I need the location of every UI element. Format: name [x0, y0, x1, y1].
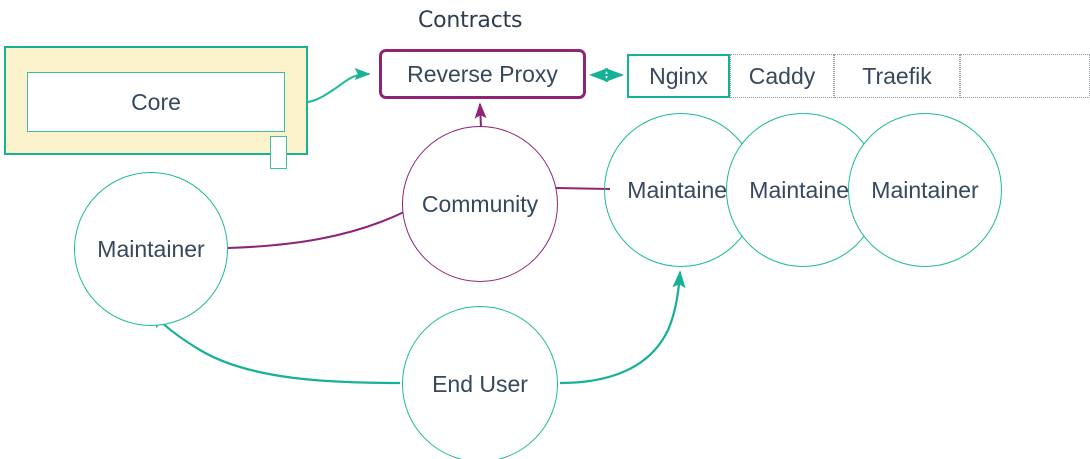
maintainer-node-left-label: Maintainer: [97, 235, 205, 262]
impl-cell-traefik[interactable]: Traefik: [834, 54, 960, 98]
reverse-proxy-node[interactable]: Reverse Proxy: [379, 49, 586, 99]
impl-cell-empty[interactable]: [960, 54, 1090, 98]
core-node[interactable]: Core: [27, 72, 285, 132]
end-user-node[interactable]: End User: [402, 306, 558, 459]
diagram-title: Contracts: [418, 8, 523, 33]
core-port-handle[interactable]: [270, 136, 287, 169]
edge-community-to-maintainer-a: [555, 187, 611, 190]
edge-end-user-to-maintainer-a: [559, 270, 686, 385]
impl-cell-caddy-label: Caddy: [748, 62, 816, 89]
impl-cell-caddy[interactable]: Caddy: [730, 54, 834, 98]
impl-cell-nginx[interactable]: Nginx: [627, 54, 730, 98]
maintainer-node-left[interactable]: Maintainer: [74, 172, 228, 326]
maintainer-node-c[interactable]: Maintainer: [848, 113, 1002, 267]
edge-maintainer-left-to-community: [227, 211, 405, 249]
maintainer-node-a-label: Maintainer: [627, 176, 735, 203]
impl-cell-traefik-label: Traefik: [862, 62, 932, 89]
impl-cell-nginx-label: Nginx: [649, 62, 708, 89]
community-node-label: Community: [421, 190, 539, 217]
community-node[interactable]: Community: [402, 126, 558, 282]
reverse-proxy-node-label: Reverse Proxy: [407, 60, 558, 87]
end-user-node-label: End User: [432, 370, 528, 397]
core-node-label: Core: [131, 88, 181, 115]
core-group-box: Core: [4, 46, 308, 169]
maintainer-node-b-label: Maintainer: [749, 176, 857, 203]
edge-end-user-to-maintainer-left: [150, 310, 401, 385]
maintainer-node-c-label: Maintainer: [871, 176, 979, 203]
edge-community-to-reverse-proxy: [474, 102, 487, 129]
